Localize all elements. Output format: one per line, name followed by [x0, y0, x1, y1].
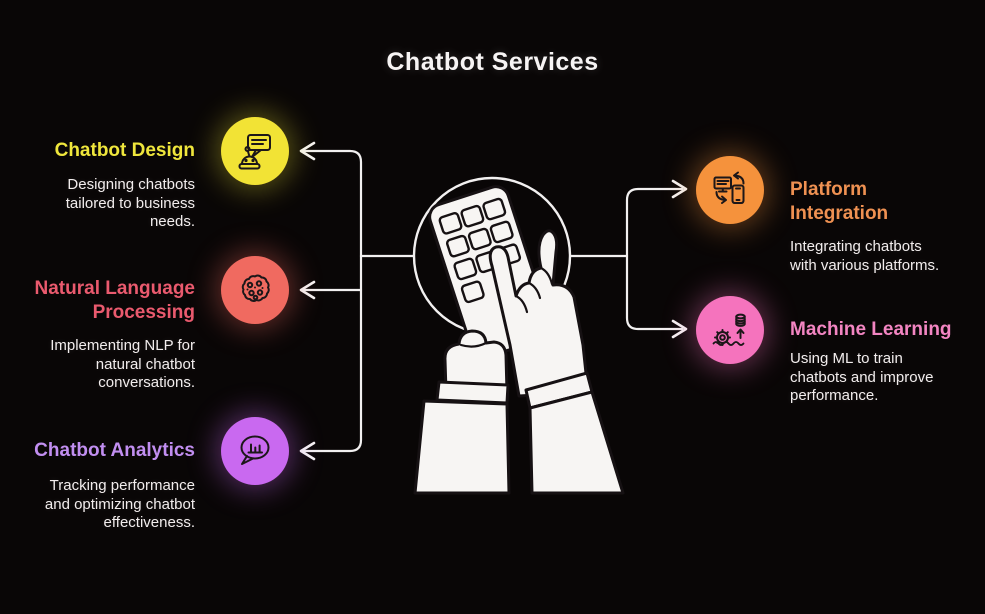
device-sync-icon — [713, 171, 745, 204]
desc-line: and optimizing chatbot — [44, 495, 195, 513]
desc-line: with various platforms. — [790, 256, 940, 274]
heading-line: Machine Learning — [790, 319, 952, 340]
desc-line: tailored to business — [65, 194, 195, 212]
arrow-right-bottom — [671, 319, 688, 339]
chatbot-analytics-description: Tracking performance and optimizing chat… — [45, 477, 195, 533]
chatbot-analytics-icon-circle — [221, 417, 289, 485]
heading-line: Platform — [790, 179, 868, 200]
desc-line: Tracking performance — [49, 477, 195, 494]
arrow-left-middle — [299, 280, 316, 300]
desc-line: effectiveness. — [103, 514, 195, 531]
machine-learning-icon-circle — [696, 296, 764, 364]
heading-line: Processing — [92, 302, 195, 323]
desc-line: needs. — [149, 213, 195, 230]
platform-integration-heading: Platform Integration — [790, 178, 888, 226]
right-hand — [488, 229, 590, 398]
platform-integration-icon-circle — [696, 156, 764, 224]
chart-speech-bubble-icon — [240, 435, 270, 465]
nlp-heading: Natural Language Processing — [35, 277, 195, 325]
chatbot-design-icon-circle — [221, 117, 289, 185]
chatbot-design-description: Designing chatbots tailored to business … — [66, 176, 195, 232]
desc-line: natural chatbot — [95, 355, 195, 373]
nlp-description: Implementing NLP for natural chatbot con… — [50, 337, 195, 393]
desc-line: chatbots and improve — [790, 368, 934, 386]
hands-holding-phone-illustration — [413, 185, 625, 495]
nlp-icon-circle — [221, 256, 289, 324]
brain-icon — [241, 274, 270, 302]
left-hand — [443, 329, 509, 394]
chatbot-analytics-heading: Chatbot Analytics — [34, 439, 195, 463]
heading-line: Chatbot Analytics — [34, 440, 195, 461]
robot-chat-icon — [238, 134, 271, 170]
gear-database-arrow-icon — [712, 313, 746, 346]
arrow-right-top — [671, 179, 688, 199]
machine-learning-description: Using ML to train chatbots and improve p… — [790, 350, 933, 406]
page-title: Chatbot Services — [386, 48, 599, 76]
phone-keypad — [428, 185, 552, 359]
arrow-left-top — [299, 141, 316, 161]
desc-line: performance. — [790, 387, 879, 404]
heading-line: Integration — [790, 203, 889, 224]
connector-lines — [302, 149, 684, 453]
left-sleeve — [413, 380, 511, 495]
desc-line: conversations. — [98, 374, 195, 391]
platform-integration-description: Integrating chatbots with various platfo… — [790, 238, 939, 275]
machine-learning-heading: Machine Learning — [790, 318, 952, 342]
desc-line: Implementing NLP for — [50, 337, 195, 354]
heading-line: Chatbot Design — [54, 140, 195, 161]
chatbot-design-heading: Chatbot Design — [55, 139, 195, 163]
right-sleeve — [524, 371, 625, 495]
desc-line: Integrating chatbots — [790, 238, 922, 255]
heading-line: Natural Language — [34, 278, 195, 299]
desc-line: Using ML to train — [790, 350, 903, 367]
arrow-left-bottom — [299, 441, 316, 461]
connector-arrowheads — [299, 141, 688, 461]
desc-line: Designing chatbots — [67, 176, 195, 193]
